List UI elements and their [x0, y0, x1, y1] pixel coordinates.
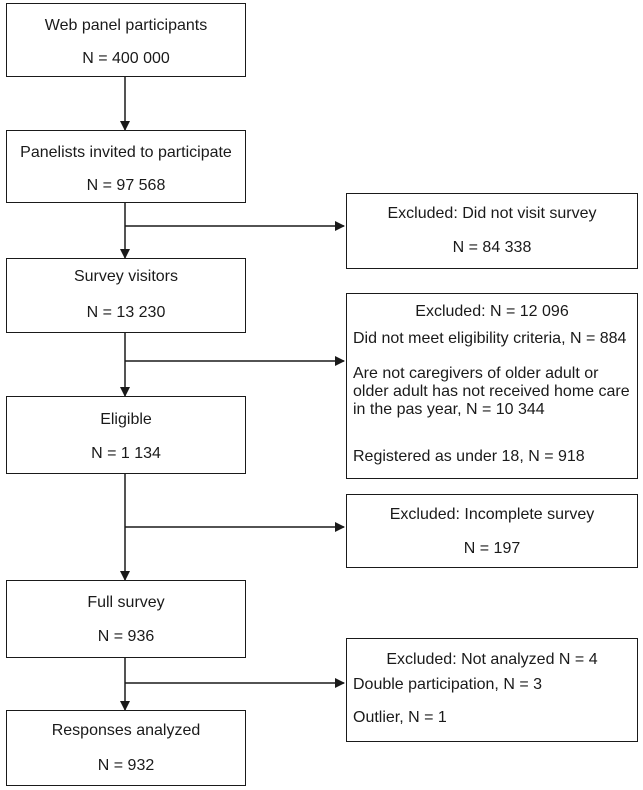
box-survey-visitors: Survey visitors N = 13 230	[6, 258, 246, 333]
exclusion-title: Excluded: Incomplete survey	[389, 506, 595, 523]
exclusion-count: N = 197	[463, 540, 521, 557]
box-count: N = 97 568	[86, 177, 166, 194]
exclusion-count: N = 84 338	[452, 239, 532, 256]
box-count: N = 1 134	[91, 445, 161, 462]
exclusion-reason-under-18: Registered as under 18, N = 918	[353, 448, 585, 465]
exclusion-reason-double-participation: Double participation, N = 3	[353, 676, 542, 693]
box-web-panel-participants: Web panel participants N = 400 000	[6, 3, 246, 77]
box-count: N = 13 230	[86, 304, 166, 321]
box-count: N = 932	[97, 757, 155, 774]
box-title: Eligible	[100, 411, 152, 428]
exclusion-title: Excluded: N = 12 096	[415, 303, 569, 320]
box-title: Web panel participants	[44, 17, 208, 34]
box-full-survey: Full survey N = 936	[6, 580, 246, 658]
box-title: Survey visitors	[73, 268, 179, 285]
box-responses-analyzed: Responses analyzed N = 932	[6, 710, 246, 786]
box-panelists-invited: Panelists invited to participate N = 97 …	[6, 130, 246, 203]
box-count: N = 936	[97, 628, 155, 645]
box-title: Responses analyzed	[51, 722, 201, 739]
exclusion-reason-ineligible: Did not meet eligibility criteria, N = 8…	[353, 330, 627, 347]
box-excluded-not-analyzed: Excluded: Not analyzed N = 4 Double part…	[346, 638, 638, 742]
box-title: Full survey	[87, 594, 165, 611]
box-excluded-incomplete: Excluded: Incomplete survey N = 197	[346, 494, 638, 568]
exclusion-reason-not-caregiver: Are not caregivers of older adult or old…	[353, 365, 630, 418]
exclusion-title: Excluded: Not analyzed N = 4	[386, 651, 598, 668]
exclusion-reason-outlier: Outlier, N = 1	[353, 709, 447, 726]
exclusion-title: Excluded: Did not visit survey	[387, 205, 597, 222]
box-count: N = 400 000	[82, 50, 170, 67]
box-title: Panelists invited to participate	[20, 144, 232, 161]
box-excluded-ineligible: Excluded: N = 12 096 Did not meet eligib…	[346, 293, 638, 479]
box-eligible: Eligible N = 1 134	[6, 396, 246, 474]
box-excluded-not-visited: Excluded: Did not visit survey N = 84 33…	[346, 193, 638, 269]
